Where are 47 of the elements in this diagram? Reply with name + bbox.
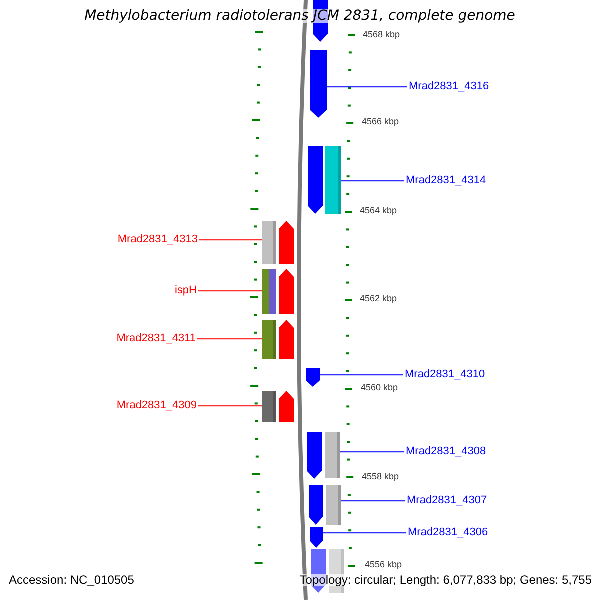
map-title: Methylobacterium radiotolerans JCM 2831, complete genome <box>84 9 516 23</box>
gene-label: Mrad2831_4308 <box>406 446 486 458</box>
genome-info-text: Topology: circular; Length: 6,077,833 bp; Genes: 5,755 <box>300 574 592 586</box>
gene-label: Mrad2831_4309 <box>116 400 197 412</box>
gene-block <box>279 391 294 422</box>
gene-block <box>279 269 294 314</box>
leader-line <box>320 374 403 376</box>
scale-label: 4562 kbp <box>360 294 398 304</box>
leader-line <box>340 451 404 453</box>
leader-line <box>341 500 405 502</box>
gene-box <box>262 221 276 264</box>
gene-label: Mrad2831_4310 <box>405 370 486 380</box>
gene-label: Mrad2831_4313 <box>118 234 198 246</box>
gene-block <box>310 527 323 548</box>
gene-label: Mrad2831_4314 <box>406 176 486 186</box>
gene-box <box>262 269 276 314</box>
scale-label: 4564 kbp <box>360 206 398 216</box>
gene-label: ispH <box>174 286 197 296</box>
leader-line <box>198 405 262 407</box>
leader-line <box>197 338 262 340</box>
scale-label: 4568 kbp <box>363 30 400 40</box>
gene-block <box>306 368 320 387</box>
gene-label: Mrad2831_4311 <box>116 334 196 344</box>
scale-label: 4556 kbp <box>365 560 402 570</box>
leader-line <box>198 290 262 292</box>
gene-label: Mrad2831_4316 <box>409 82 490 92</box>
gene-box <box>326 485 341 525</box>
gene-box <box>262 391 276 422</box>
scale-label: 4566 kbp <box>362 118 400 126</box>
gene-block <box>309 485 323 525</box>
accession-label: Accession: NC_010505 <box>9 574 134 586</box>
gene-block <box>279 320 294 359</box>
leader-line <box>341 180 404 182</box>
leader-line <box>327 86 407 88</box>
gene-label: Mrad2831_4307 <box>407 496 488 506</box>
gene-box <box>325 146 341 214</box>
scale-label: 4558 kbp <box>362 472 400 482</box>
leader-line <box>323 532 406 534</box>
gene-label: Mrad2831_4306 <box>408 528 488 538</box>
gene-box <box>325 432 340 478</box>
gene-block <box>279 221 294 264</box>
gene-box <box>262 320 276 359</box>
leader-line <box>199 239 262 241</box>
gene-block <box>308 146 323 214</box>
gene-block <box>307 432 322 479</box>
gene-block <box>310 50 327 118</box>
scale-label: 4560 kbp <box>361 384 398 392</box>
